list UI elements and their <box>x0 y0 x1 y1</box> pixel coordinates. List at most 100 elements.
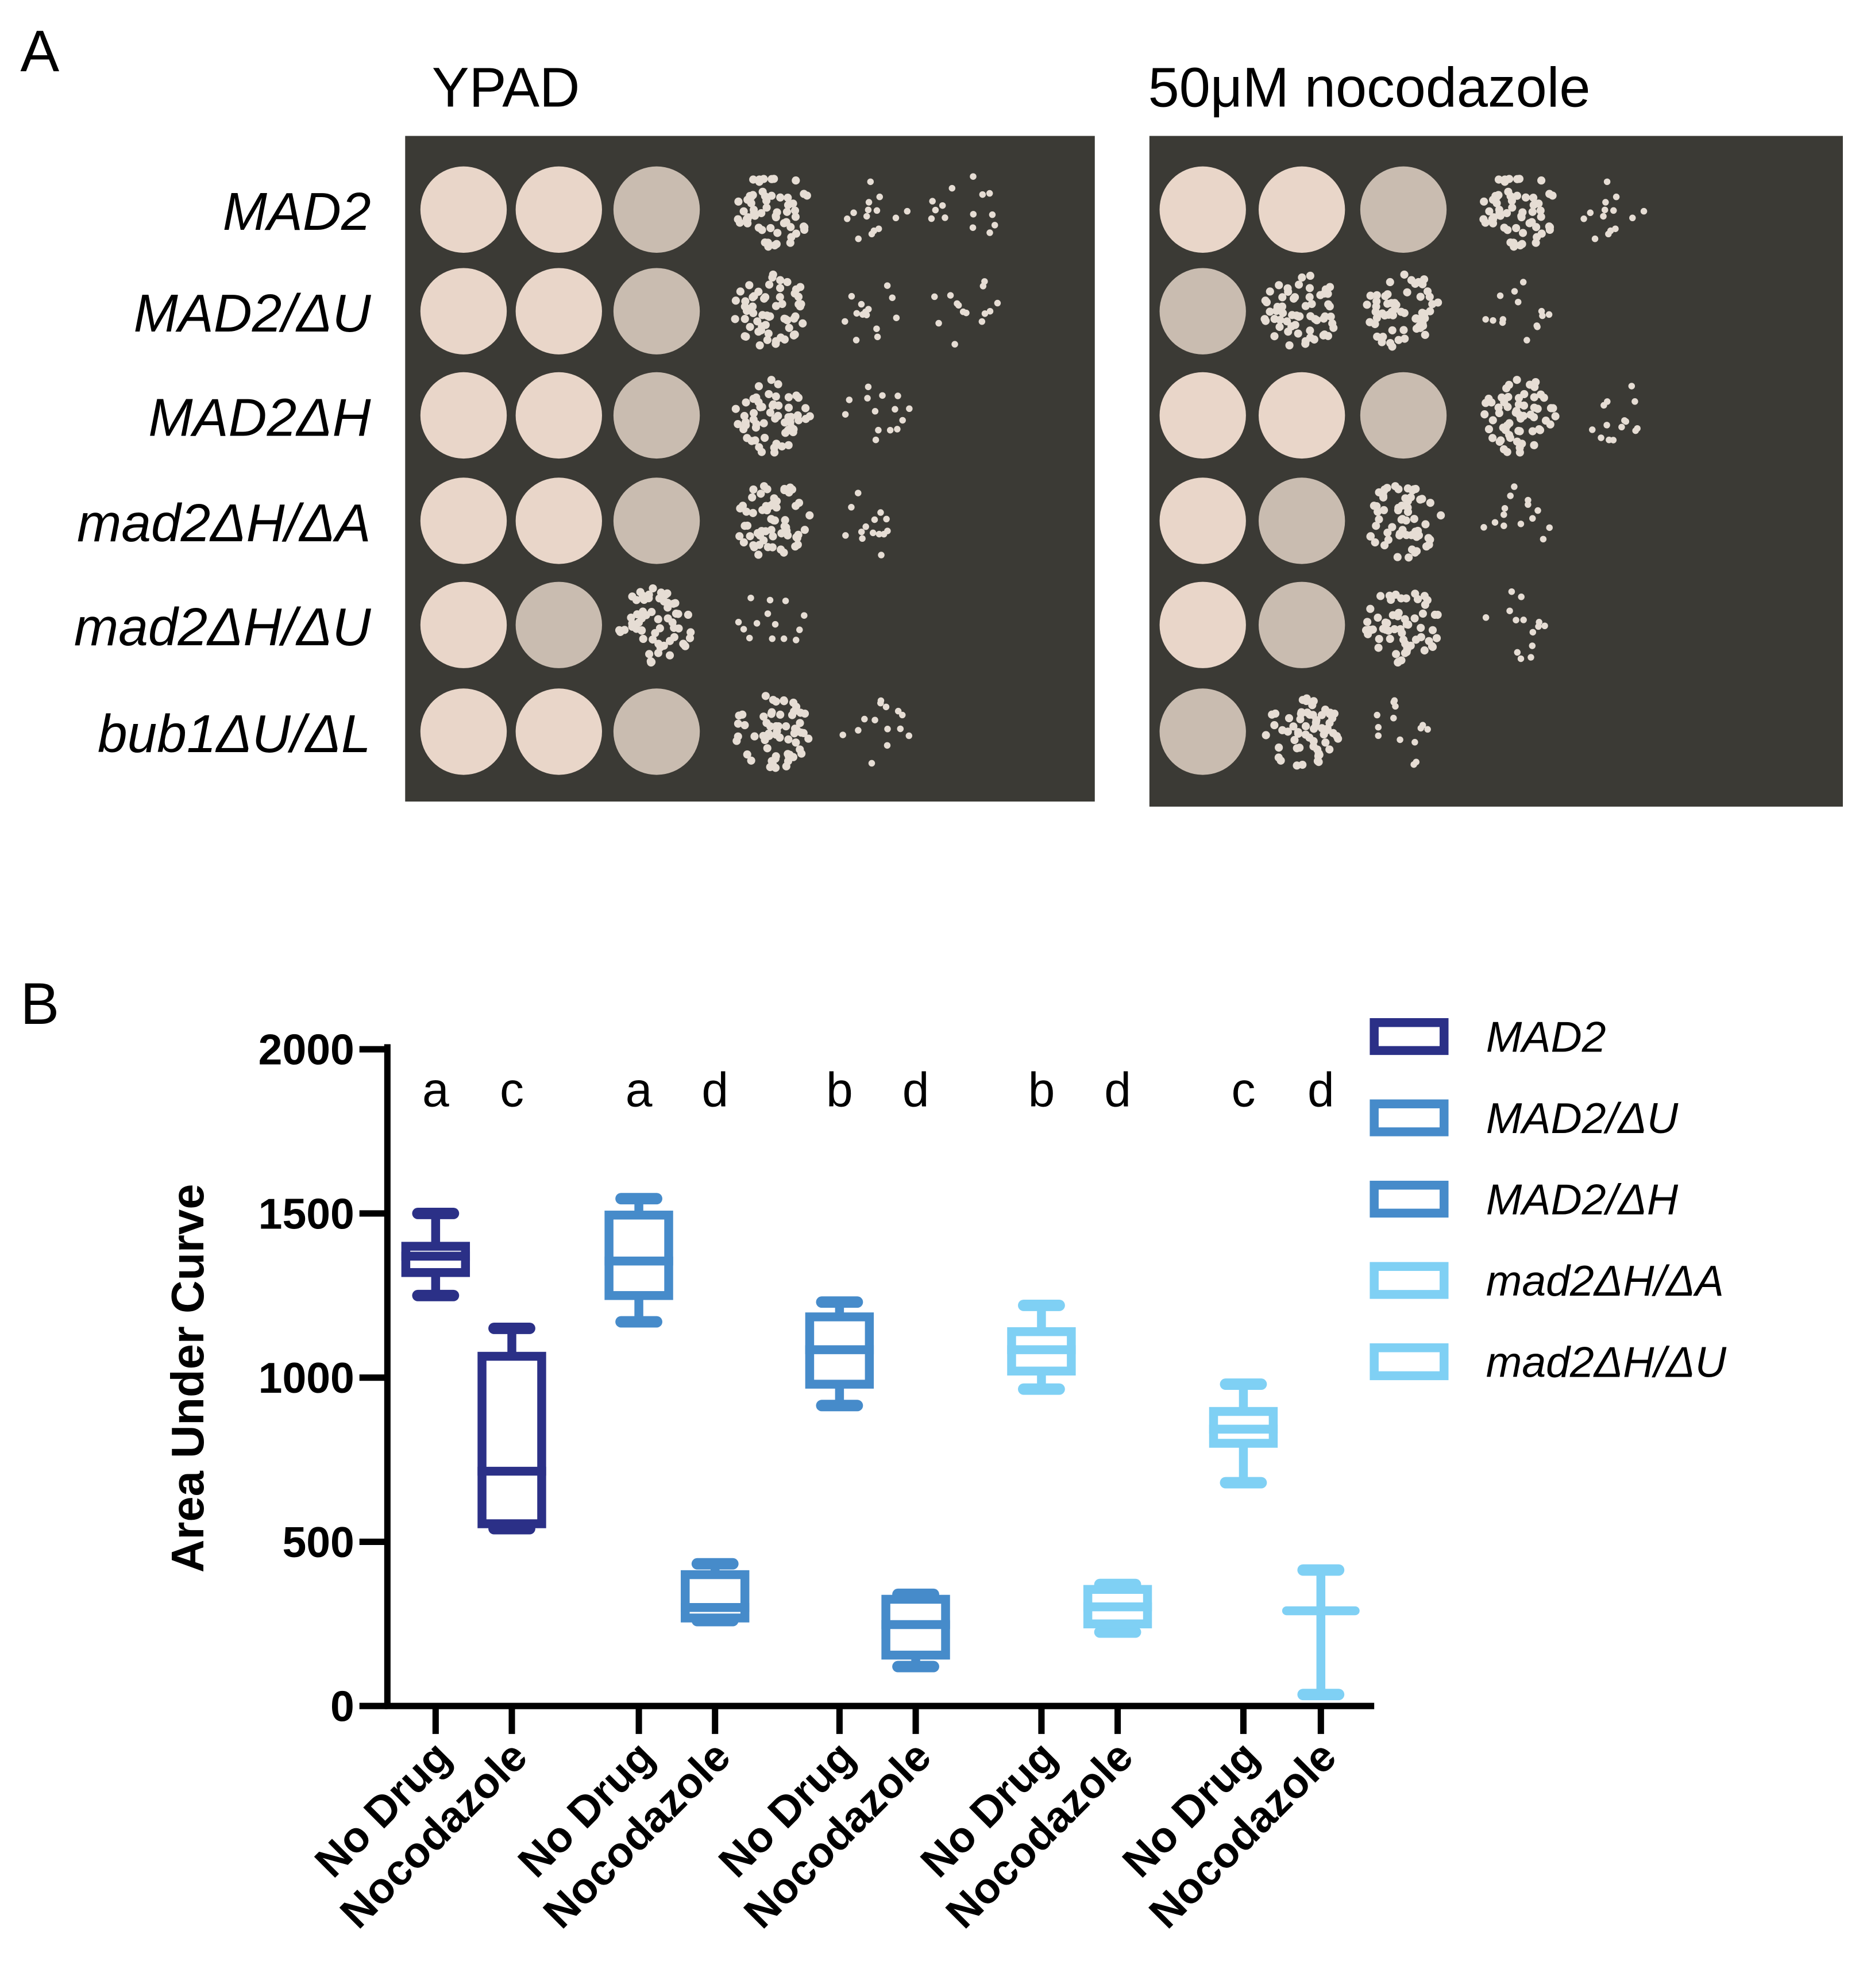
colony <box>1310 335 1318 344</box>
iqr-box <box>604 1211 673 1300</box>
colony <box>1400 270 1409 279</box>
colony <box>767 376 776 384</box>
colony <box>868 760 875 767</box>
colony <box>758 226 766 234</box>
colony <box>1379 333 1387 341</box>
colony <box>1545 225 1554 234</box>
colony <box>1515 410 1523 419</box>
colony <box>634 618 643 627</box>
colony <box>748 493 757 502</box>
colony <box>1403 288 1411 296</box>
colony <box>639 634 647 644</box>
colony-spot <box>1159 477 1246 564</box>
colony <box>1482 316 1489 323</box>
strain-label: MAD2ΔH <box>148 387 371 447</box>
colony <box>1388 326 1397 334</box>
colony <box>1309 711 1317 719</box>
colony <box>1406 493 1415 502</box>
colony <box>1410 614 1419 623</box>
colony-spot <box>420 477 507 564</box>
colony <box>791 213 800 221</box>
colony <box>869 529 877 537</box>
legend-label: MAD2 <box>1486 1013 1606 1061</box>
colony <box>664 599 672 607</box>
colony <box>1262 731 1270 739</box>
colony <box>1266 307 1274 316</box>
colony <box>1372 522 1380 530</box>
colony <box>1387 307 1396 316</box>
colony-spot <box>515 688 602 775</box>
colony <box>882 703 890 711</box>
colony <box>942 214 948 221</box>
agar-plate <box>405 136 1095 802</box>
colony-spot <box>613 372 700 459</box>
colony <box>1492 199 1501 207</box>
colony <box>780 314 789 323</box>
colony <box>749 302 757 311</box>
colony <box>735 619 742 626</box>
colony <box>1294 329 1302 338</box>
colony <box>1410 761 1417 768</box>
colony <box>1490 213 1498 222</box>
legend-swatch <box>1370 1180 1449 1218</box>
colony <box>897 725 904 733</box>
colony <box>746 322 754 332</box>
colony <box>769 635 776 642</box>
colony <box>742 507 751 516</box>
colony <box>1390 715 1397 722</box>
colony <box>788 711 797 719</box>
colony <box>1433 610 1442 619</box>
colony-spot <box>613 166 700 253</box>
colony <box>784 413 793 422</box>
colony <box>670 633 678 641</box>
colony <box>1319 331 1328 340</box>
colony <box>1425 637 1433 645</box>
colony <box>659 641 668 650</box>
colony <box>1491 519 1499 526</box>
colony <box>874 333 881 341</box>
colony <box>839 731 846 738</box>
colony <box>871 408 879 415</box>
colony <box>889 294 896 301</box>
colony <box>1505 175 1514 183</box>
colony <box>763 336 772 344</box>
colony <box>1602 199 1609 206</box>
box-1-0 <box>604 1193 673 1328</box>
colony <box>761 293 770 302</box>
colony <box>1363 618 1372 626</box>
colony <box>1514 426 1523 436</box>
colony <box>1394 612 1402 621</box>
colony <box>1421 520 1430 529</box>
colony <box>1363 300 1371 309</box>
colony <box>1518 208 1527 217</box>
colony <box>1291 293 1299 302</box>
colony <box>747 199 755 207</box>
colony <box>1528 207 1537 216</box>
colony <box>769 532 777 541</box>
colony <box>767 515 776 523</box>
colony <box>1507 492 1514 499</box>
colony-spot <box>515 166 602 253</box>
colony <box>638 591 647 600</box>
significance-letter: d <box>902 1063 929 1117</box>
colony <box>768 543 777 552</box>
colony <box>800 190 808 198</box>
colony <box>846 396 853 403</box>
colony <box>772 722 781 731</box>
colony <box>1518 240 1526 248</box>
colony <box>884 726 891 733</box>
colony-spot <box>515 268 602 355</box>
colony <box>1416 495 1425 504</box>
colony <box>1301 722 1310 731</box>
colony <box>1275 743 1283 752</box>
colony <box>878 552 885 558</box>
colony <box>1513 376 1521 384</box>
colony <box>796 626 803 633</box>
colony <box>871 516 878 523</box>
colony <box>1305 284 1314 292</box>
colony <box>1587 209 1594 217</box>
colony <box>1521 193 1530 202</box>
colony <box>894 707 902 715</box>
colony <box>1514 649 1521 656</box>
colony <box>1536 619 1542 626</box>
